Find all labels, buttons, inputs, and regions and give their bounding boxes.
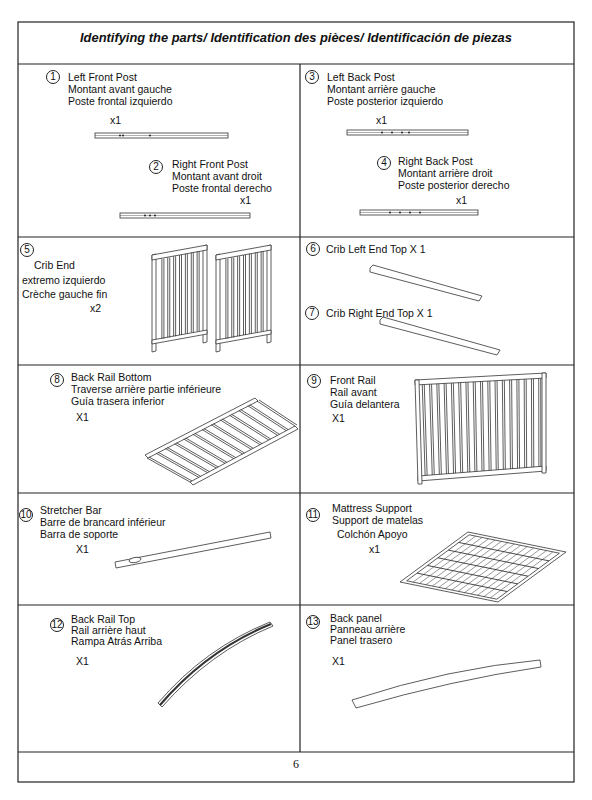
- page-title: Identifying the parts/ Identification de…: [20, 30, 572, 45]
- part-label: Rail arrière haut: [71, 624, 146, 636]
- part-label: Barra de soporte: [40, 528, 118, 540]
- part-label: X1: [332, 412, 345, 424]
- part-label: Traverse arrière partie inférieure: [71, 383, 221, 395]
- part-label: Montant avant gauche: [68, 83, 172, 95]
- part-label: Colchón Apoyo: [337, 528, 408, 540]
- part-label: X1: [76, 655, 89, 667]
- part-label: Poste posterior izquierdo: [327, 95, 443, 107]
- part-panel: Mattress SupportSupport de matelasColchó…: [300, 493, 574, 605]
- callout-number: 12: [50, 618, 64, 632]
- callout-text: 10: [20, 509, 32, 521]
- part-label: Guía delantera: [330, 398, 399, 410]
- part-label: X1: [76, 411, 89, 423]
- part-label: Mattress Support: [332, 502, 412, 514]
- callout-number: 13: [306, 615, 320, 629]
- part-label: Right Back Post: [398, 155, 473, 167]
- part-drawings: [95, 130, 566, 708]
- part-label: Left Front Post: [68, 71, 137, 83]
- part-label: Left Back Post: [327, 71, 395, 83]
- callout-text: 2: [150, 161, 162, 173]
- part-panel: Back panelPanneau arrièrePanel traseroX1…: [300, 605, 574, 752]
- callout-number: 1: [46, 70, 60, 84]
- callout-number: 6: [306, 242, 320, 256]
- callout-text: 9: [308, 375, 320, 387]
- part-label: Montant arrière gauche: [327, 83, 436, 95]
- callout-text: 7: [306, 307, 318, 319]
- callout-text: 8: [51, 374, 63, 386]
- callout-text: 5: [21, 244, 33, 256]
- callout-text: 13: [307, 616, 319, 628]
- callout-number: 3: [305, 70, 319, 84]
- part-label: Back Rail Top: [71, 613, 135, 625]
- part-label: X1: [332, 655, 345, 667]
- callout-number: 8: [50, 373, 64, 387]
- callout-number: 11: [306, 508, 320, 522]
- part-panel: Stretcher BarBarre de brancard inférieur…: [18, 493, 300, 605]
- part-label: Support de matelas: [332, 514, 423, 526]
- part-label: Crib Right End Top X 1: [326, 307, 433, 319]
- callout-text: 12: [51, 619, 63, 631]
- part-label: Poste frontal derecho: [172, 182, 272, 194]
- callout-number: 5: [20, 243, 34, 257]
- part-label: x1: [240, 194, 251, 206]
- callout-text: 3: [306, 71, 318, 83]
- part-label: x1: [110, 114, 121, 126]
- page-number: 6: [286, 757, 306, 772]
- part-label: Right Front Post: [172, 158, 248, 170]
- part-label: Front Rail: [330, 374, 376, 386]
- part-label: x1: [369, 543, 380, 555]
- part-label: Montant avant droit: [172, 170, 262, 182]
- part-panel: Back Rail TopRail arrière hautRampa Atrá…: [18, 605, 300, 752]
- part-label: Panel trasero: [330, 634, 392, 646]
- callout-text: 4: [378, 157, 390, 169]
- part-panel: Front RailRail avantGuía delanteraX1 9: [300, 365, 574, 493]
- callout-number: 7: [305, 306, 319, 320]
- callout-number: 9: [307, 374, 321, 388]
- part-panel: Crib End extremo izquierdoCrèche gauche f…: [18, 237, 300, 365]
- callout-text: 1: [47, 71, 59, 83]
- page-frame: [18, 22, 574, 782]
- part-label: Montant arrière droit: [398, 167, 493, 179]
- part-panel: Crib Left End Top X 1 Crib Right End Top …: [300, 237, 574, 365]
- callout-number: 10: [19, 508, 33, 522]
- part-panel: Back Rail BottomTraverse arrière partie …: [18, 365, 300, 493]
- part-label: x1: [456, 194, 467, 206]
- part-label: X1: [76, 543, 89, 555]
- part-label: Crèche gauche fin: [22, 288, 107, 300]
- part-label: extremo izquierdo: [22, 274, 105, 286]
- part-label: Rampa Atrás Arriba: [71, 635, 162, 647]
- part-label: Stretcher Bar: [40, 504, 102, 516]
- part-label: x1: [376, 114, 387, 126]
- part-panel: Left Front PostMontant avant gauchePoste…: [18, 64, 300, 237]
- callout-text: 6: [307, 243, 319, 255]
- part-panel: Left Back PostMontant arrière gauchePost…: [300, 64, 574, 237]
- part-label: Poste posterior derecho: [398, 179, 509, 191]
- part-label: Back panel: [330, 612, 382, 624]
- part-label: Poste frontal izquierdo: [68, 95, 172, 107]
- part-label: Rail avant: [330, 386, 377, 398]
- part-label: Crib Left End Top X 1: [326, 243, 426, 255]
- part-label: x2: [90, 302, 101, 314]
- callout-number: 4: [377, 156, 391, 170]
- callout-number: 2: [149, 160, 163, 174]
- part-label: Back Rail Bottom: [71, 371, 152, 383]
- part-label: Guía trasera inferior: [71, 395, 164, 407]
- part-label: Barre de brancard inférieur: [40, 516, 165, 528]
- callout-text: 11: [307, 509, 319, 521]
- part-label: Panneau arrière: [330, 623, 405, 635]
- part-label: Crib End: [34, 259, 75, 271]
